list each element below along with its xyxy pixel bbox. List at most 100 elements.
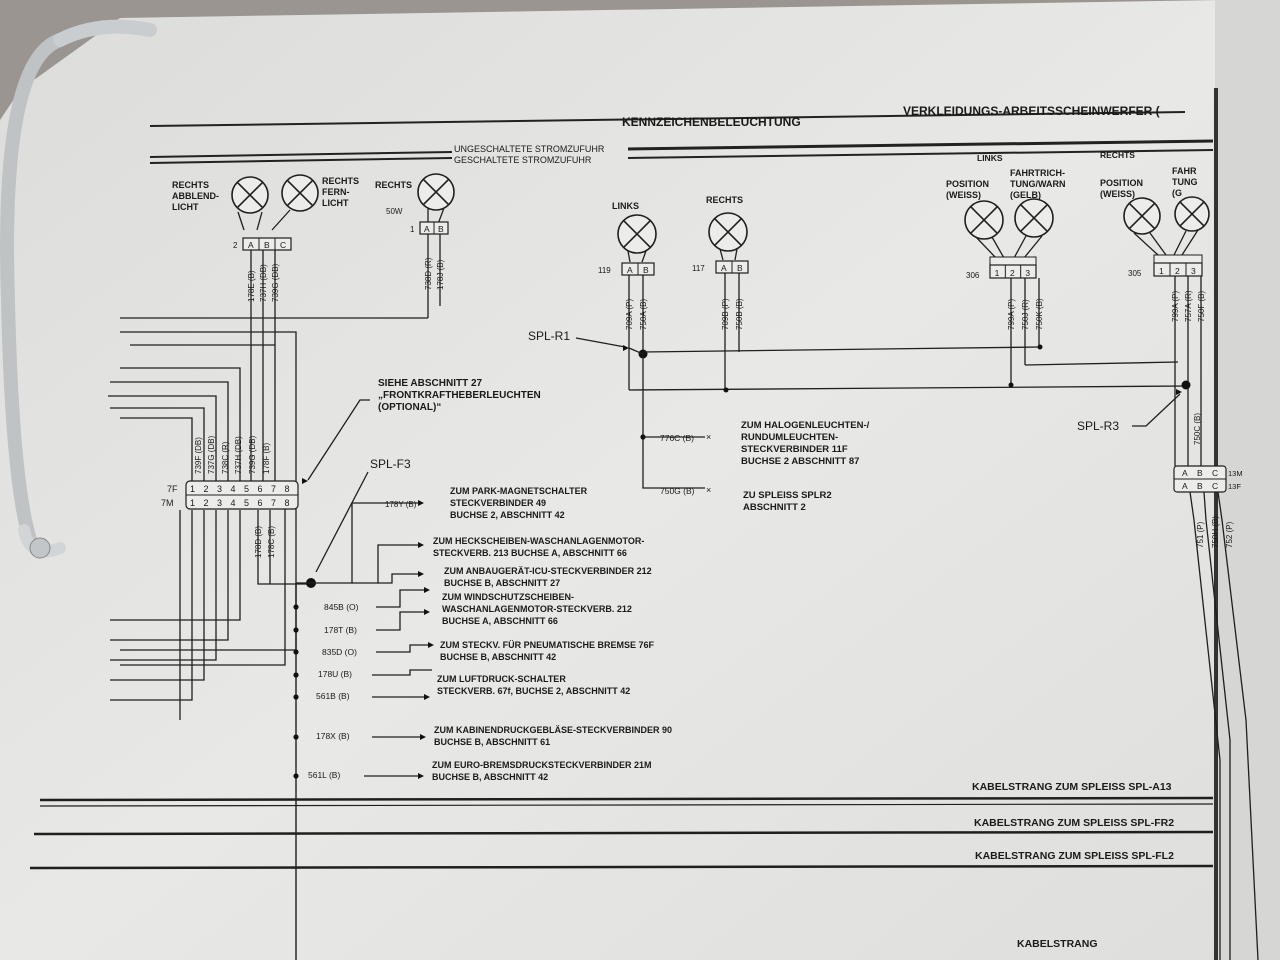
connector-pin: 7 (271, 498, 276, 508)
wire (237, 211, 245, 231)
connector-pin: 5 (244, 484, 249, 494)
connector-pin: B (264, 240, 270, 250)
lamp-cross (1129, 203, 1155, 229)
low-beam-label: RECHTS (172, 180, 209, 190)
wire (1132, 393, 1181, 427)
wire-label: 178U (B) (318, 669, 352, 679)
wire-label: 737G (DB) (207, 435, 216, 474)
wire-label: 709A (P) (625, 299, 634, 330)
low-beam-label: ABBLEND- (172, 191, 219, 201)
work-connector-306 (989, 264, 1037, 279)
wire-label: 799A (P) (1171, 291, 1180, 322)
connector-pin: 3 (1025, 268, 1030, 278)
title-center: KENNZEICHENBELEUCHTUNG (622, 115, 801, 129)
turn-left-label: FAHRTRICH- (1010, 168, 1065, 178)
branch-note: BUCHSE B, ABSCHNITT 42 (440, 652, 556, 662)
wire-label: 737H (DB) (234, 436, 243, 474)
wire (376, 611, 425, 631)
position-left-label: (WEISS) (946, 190, 981, 200)
harness-label: KABELSTRANG ZUM SPLEISS SPL-A13 (972, 781, 1172, 793)
harness-label: KABELSTRANG (1017, 938, 1098, 950)
position-right-label: POSITION (1100, 178, 1143, 188)
branch-note: BUCHSE B, ABSCHNITT 27 (444, 578, 560, 588)
connector-pin: C (1212, 468, 1218, 478)
lamp-cross (623, 220, 651, 248)
branch-dot (1008, 382, 1014, 388)
connector-pin: B (643, 265, 649, 275)
supply-unswitched-label: UNGESCHALTETE STROMZUFUHR (454, 144, 605, 154)
wire (108, 395, 217, 505)
wire (110, 510, 229, 641)
wire (719, 248, 724, 261)
branch-dot (293, 627, 299, 633)
connector-pin: 2 (204, 498, 209, 508)
connector-pin: 8 (285, 484, 290, 494)
connector-pin: 3 (217, 484, 222, 494)
wire (110, 407, 205, 505)
wire (372, 669, 432, 676)
wire (1217, 491, 1259, 960)
wiring-schematic: RECHTSABBLEND-LICHTRECHTSFERN-LICHTRECHT… (29, 150, 1259, 960)
wire (307, 399, 370, 481)
connector-7f-label: 7F (167, 484, 178, 494)
connector-pin: 5 (244, 498, 249, 508)
wire (1013, 235, 1027, 259)
connector-number: 2 (233, 241, 238, 250)
wire-label: 750J (R) (1021, 299, 1030, 330)
connector-pin: B (1197, 481, 1203, 491)
arrow-head (424, 694, 430, 700)
wattage-label: 50W (386, 207, 403, 216)
title-right: VERKLEIDUNGS-ARBEITSSCHEINWERFER ( (903, 104, 1160, 118)
branch-note: WASCHANLAGENMOTOR-STECKVERB. 212 (442, 604, 632, 614)
lamp-cross (423, 179, 449, 205)
lamp-cross (714, 218, 742, 246)
arrow-head (424, 587, 430, 593)
connector-pin: 7 (271, 484, 276, 494)
right-lamp-label: RECHTS (375, 180, 412, 190)
lamp-cross (1020, 204, 1048, 232)
wire-label: 178E (B) (247, 270, 256, 302)
connector-pin: 6 (258, 484, 263, 494)
branch-note: STECKVERBINDER 49 (450, 498, 546, 508)
connector-pin: 4 (231, 484, 236, 494)
lamp-cross (1179, 201, 1205, 227)
connector-pin: 2 (204, 484, 209, 494)
connector-pin: A (424, 224, 430, 234)
arrow-head (418, 571, 424, 577)
r-branch-note: ABSCHNITT 2 (743, 502, 806, 513)
arrow-head (428, 642, 434, 648)
work-right-label: RECHTS (1100, 150, 1135, 160)
wire (1023, 235, 1043, 259)
wire-label: 751 (P) (1196, 521, 1205, 548)
connector-pin: A (721, 263, 727, 273)
wire (110, 510, 241, 621)
connector-number: 305 (1128, 269, 1142, 278)
wire-label: 750B (B) (735, 298, 744, 330)
connector-pin: B (1197, 468, 1203, 478)
connector-number: 117 (692, 264, 705, 273)
r-branch-note: ZU SPLEISS SPLR2 (743, 490, 832, 501)
connector-pin: B (737, 263, 743, 273)
branch-dot (723, 387, 729, 393)
wire (1133, 232, 1159, 256)
wire-label: 561L (B) (308, 770, 340, 780)
wire-label: 178T (B) (324, 625, 357, 635)
see-note: (OPTIONAL)“ (378, 402, 441, 413)
wire-label: 739F (DB) (194, 437, 203, 474)
wire (437, 207, 445, 225)
wire-label: 178Y (B) (385, 500, 417, 509)
wire (1181, 229, 1199, 256)
wire (110, 510, 205, 681)
connector-pin: 1 (190, 498, 195, 508)
position-right-label: (WEISS) (1100, 189, 1135, 199)
harness-line (33, 830, 1214, 836)
harness-label: KABELSTRANG ZUM SPLEISS SPL-FL2 (975, 850, 1174, 862)
title-rule (149, 111, 1186, 127)
arrow-head (424, 609, 430, 615)
bus-wire (642, 346, 1041, 353)
arrow-head (420, 734, 426, 740)
arrow-head (302, 478, 308, 484)
harness-label: KABELSTRANG ZUM SPLEISS SPL-FR2 (974, 817, 1174, 829)
connector-pin: A (1182, 468, 1188, 478)
